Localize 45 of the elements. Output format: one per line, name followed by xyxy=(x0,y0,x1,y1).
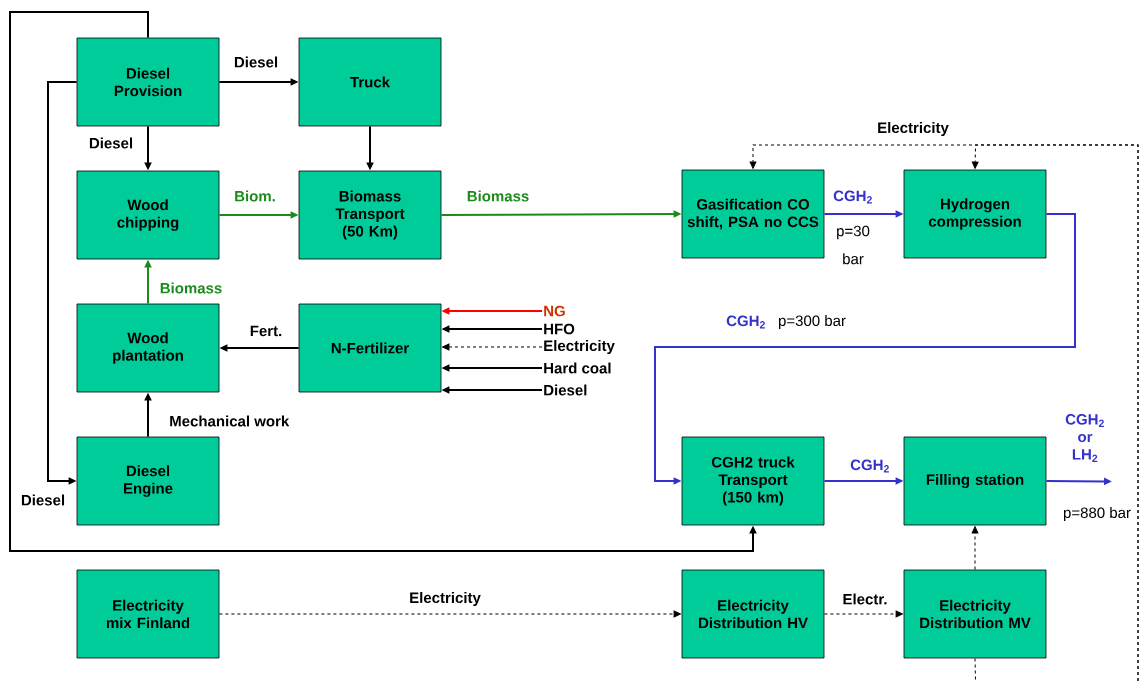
edge-label: Diesel xyxy=(21,494,65,506)
process-box: Wood chipping xyxy=(76,170,220,260)
process-box: N-Fertilizer xyxy=(298,303,442,393)
edge-label: Biomass xyxy=(467,190,529,202)
arrow xyxy=(442,343,543,351)
edge-label: Diesel xyxy=(234,56,278,68)
process-box: Diesel Provision xyxy=(76,37,220,127)
arrow xyxy=(654,213,1076,485)
arrow xyxy=(218,610,681,618)
arrow xyxy=(823,610,903,618)
process-box: Filling station xyxy=(903,436,1047,526)
edge-label: Biom. xyxy=(235,190,275,202)
process-box: CGH2 truck Transport (150 km) xyxy=(681,436,825,526)
input-label: Electricity xyxy=(544,340,615,354)
process-box: Diesel Engine xyxy=(76,436,220,526)
process-box: Truck xyxy=(298,37,442,127)
pressure-label: p=300 bar xyxy=(779,315,846,329)
process-box: Hydrogen compression xyxy=(903,169,1047,259)
edge-label: Electr. xyxy=(843,593,887,605)
input-label: Diesel xyxy=(544,384,587,396)
input-label: NG xyxy=(544,305,565,317)
edge-label: Electricity xyxy=(410,592,481,606)
pressure-label: p=30 bar xyxy=(837,225,870,265)
arrow xyxy=(971,144,1139,681)
process-box: Electricity Distribution HV xyxy=(681,569,825,659)
edge-label: CGH$_{2}$ xyxy=(850,459,889,473)
input-label: Hard coal xyxy=(544,362,611,374)
edge-label: CGH$_{2}$ xyxy=(833,190,872,204)
edge-label: Mechanical work xyxy=(170,415,290,427)
edge-label: CGH$_{2}$ xyxy=(726,315,765,329)
process-box: Electricity mix Finland xyxy=(76,569,220,659)
edge-label: Biomass xyxy=(160,282,222,294)
edge-label: Diesel xyxy=(89,137,133,149)
arrow xyxy=(9,11,757,552)
process-box: Electricity Distribution MV xyxy=(903,569,1047,659)
process-box: Biomass Transport (50 Km) xyxy=(298,170,442,260)
arrow xyxy=(971,526,979,571)
edge-label: CGH$_{2}$ or LH$_{2}$ xyxy=(1065,414,1104,462)
edge-label: Fert. xyxy=(250,325,282,337)
input-label: HFO xyxy=(544,323,575,335)
process-box: Wood plantation xyxy=(76,303,220,393)
process-box: Gasification CO shift, PSA no CCS xyxy=(681,169,825,259)
edge-label: Electricity xyxy=(878,122,949,136)
pressure-label: p=880 bar xyxy=(1064,507,1131,521)
arrow xyxy=(47,81,78,485)
